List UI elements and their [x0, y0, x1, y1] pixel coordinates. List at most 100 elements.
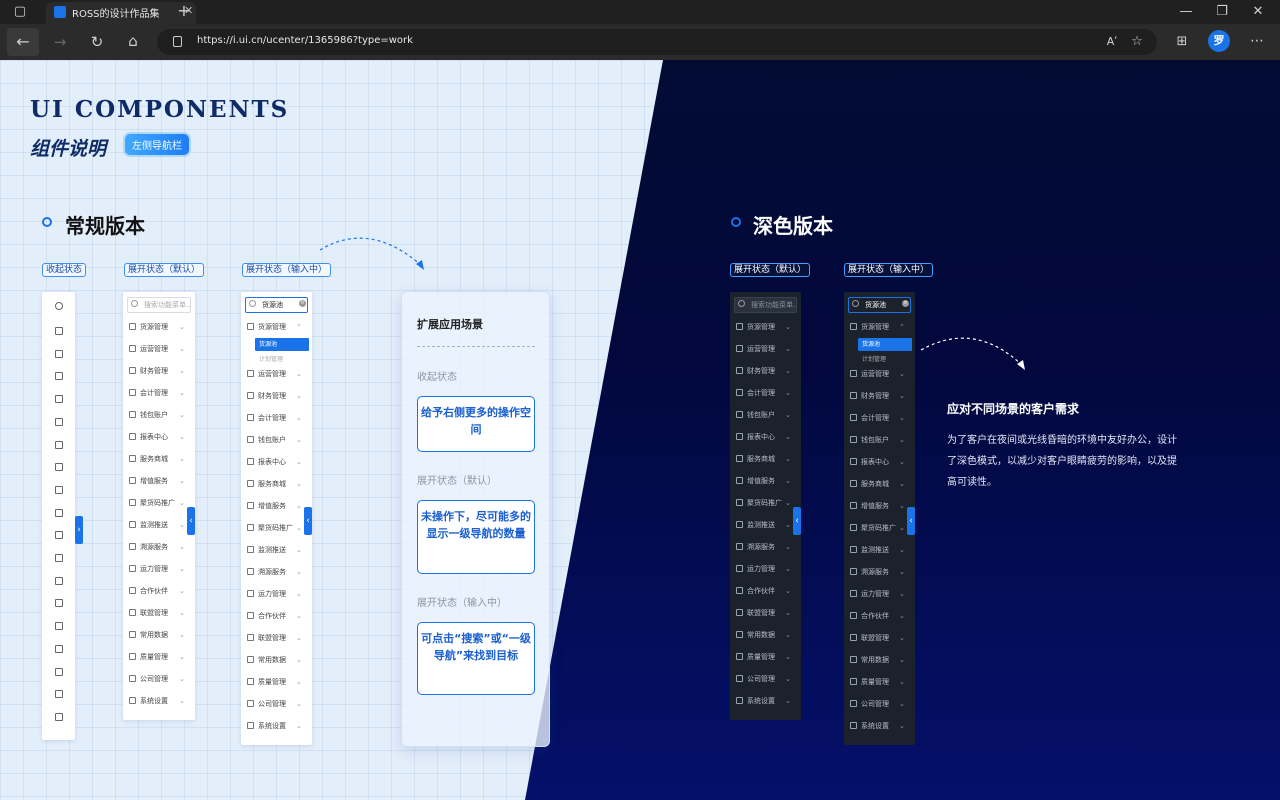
nav-item[interactable]: 溯源服务⌄ [241, 563, 312, 581]
nav-item[interactable]: 联盟管理⌄ [241, 629, 312, 647]
search-input[interactable]: 搜索功能菜单... [734, 297, 797, 313]
search-input[interactable]: 货源池 [245, 297, 308, 313]
search-input[interactable]: 搜索功能菜单... [127, 297, 191, 313]
sub-item[interactable]: 计划管理 [259, 356, 284, 363]
nav-icon[interactable] [55, 622, 63, 631]
nav-item[interactable]: 运力管理⌄ [730, 560, 801, 578]
nav-icon[interactable] [55, 395, 63, 404]
tab-ross-portfolio[interactable]: ROSS的设计作品集 ✕ [46, 2, 196, 24]
more-menu-icon[interactable]: ⋯ [1250, 33, 1264, 49]
nav-item[interactable]: 公司管理⌄ [241, 695, 312, 713]
nav-item[interactable]: 增值服务⌄ [123, 472, 195, 490]
nav-item[interactable]: 质量管理⌄ [123, 648, 195, 666]
nav-item[interactable]: 财务管理⌄ [730, 362, 801, 380]
nav-icon[interactable] [55, 531, 63, 540]
nav-icon[interactable] [55, 463, 63, 472]
nav-item[interactable]: 溯源服务⌄ [123, 538, 195, 556]
collapse-handle[interactable]: ‹ [907, 507, 915, 535]
nav-item[interactable]: 增值服务⌄ [844, 497, 915, 515]
nav-item[interactable]: 报表中心⌄ [844, 453, 915, 471]
nav-item[interactable]: 常用数据⌄ [241, 651, 312, 669]
collections-icon[interactable]: ⊞ [1176, 34, 1188, 49]
back-button[interactable]: ← [7, 28, 39, 56]
nav-icon[interactable] [55, 599, 63, 608]
restore-icon[interactable]: ❐ [1216, 4, 1228, 19]
nav-item[interactable]: 溯源服务⌄ [844, 563, 915, 581]
expand-handle[interactable]: › [75, 516, 83, 544]
nav-item[interactable]: 钱包账户⌄ [123, 406, 195, 424]
close-window-icon[interactable]: ✕ [1252, 4, 1264, 19]
search-icon[interactable] [55, 302, 63, 310]
nav-item[interactable]: 货源管理⌄ [123, 318, 195, 336]
clear-icon[interactable]: × [902, 300, 909, 307]
favorite-star-icon[interactable]: ☆ [1131, 34, 1143, 49]
nav-icon[interactable] [55, 485, 63, 494]
collapse-handle[interactable]: ‹ [304, 507, 312, 535]
nav-item[interactable]: 会计管理⌄ [844, 409, 915, 427]
home-button[interactable]: ⌂ [128, 32, 138, 50]
nav-item[interactable]: 财务管理⌄ [123, 362, 195, 380]
nav-icon[interactable] [55, 667, 63, 676]
nav-item[interactable]: 服务商城⌄ [123, 450, 195, 468]
nav-item[interactable]: 运营管理⌄ [844, 365, 915, 383]
nav-item[interactable]: 监测推送⌄ [844, 541, 915, 559]
forward-button[interactable]: → [53, 33, 67, 51]
nav-item[interactable]: 货源管理⌄ [730, 318, 801, 336]
sub-item-active[interactable]: 货源池 [255, 338, 309, 351]
nav-item[interactable]: 财务管理⌄ [241, 387, 312, 405]
nav-item[interactable]: 报表中心⌄ [241, 453, 312, 471]
refresh-button[interactable]: ↻ [90, 33, 104, 51]
nav-item[interactable]: 运力管理⌄ [241, 585, 312, 603]
nav-item[interactable]: 聚货码推广⌄ [241, 519, 312, 537]
nav-item[interactable]: 监测推送⌄ [123, 516, 195, 534]
nav-item[interactable]: 运营管理⌄ [241, 365, 312, 383]
nav-item[interactable]: 公司管理⌄ [730, 670, 801, 688]
nav-item[interactable]: 货源管理⌃ [241, 318, 312, 336]
nav-item[interactable]: 联盟管理⌄ [730, 604, 801, 622]
nav-item[interactable]: 系统设置⌄ [844, 717, 915, 735]
nav-item[interactable]: 运营管理⌄ [730, 340, 801, 358]
nav-item[interactable]: 聚货码推广⌄ [844, 519, 915, 537]
nav-item[interactable]: 公司管理⌄ [123, 670, 195, 688]
nav-item[interactable]: 服务商城⌄ [730, 450, 801, 468]
nav-icon[interactable] [55, 712, 63, 721]
nav-icon[interactable] [55, 554, 63, 562]
workspaces-icon[interactable]: ▢ [13, 4, 27, 19]
nav-item[interactable]: 聚货码推广⌄ [123, 494, 195, 512]
nav-item[interactable]: 质量管理⌄ [241, 673, 312, 691]
nav-item[interactable]: 运力管理⌄ [123, 560, 195, 578]
nav-item[interactable]: 会计管理⌄ [123, 384, 195, 402]
nav-item[interactable]: 监测推送⌄ [241, 541, 312, 559]
nav-item[interactable]: 会计管理⌄ [241, 409, 312, 427]
nav-item[interactable]: 报表中心⌄ [730, 428, 801, 446]
nav-icon[interactable] [55, 417, 63, 426]
sub-item[interactable]: 计划管理 [862, 356, 887, 363]
nav-icon[interactable] [55, 372, 63, 381]
nav-item[interactable]: 常用数据⌄ [123, 626, 195, 644]
nav-item[interactable]: 合作伙伴⌄ [730, 582, 801, 600]
nav-item[interactable]: 会计管理⌄ [730, 384, 801, 402]
clear-icon[interactable]: × [299, 300, 306, 307]
search-input[interactable]: 货源池 [848, 297, 911, 313]
nav-item[interactable]: 系统设置⌄ [730, 692, 801, 710]
nav-item[interactable]: 服务商城⌄ [241, 475, 312, 493]
nav-item[interactable]: 钱包账户⌄ [241, 431, 312, 449]
nav-item[interactable]: 合作伙伴⌄ [123, 582, 195, 600]
minimize-icon[interactable]: — [1179, 4, 1193, 19]
nav-item[interactable]: 质量管理⌄ [730, 648, 801, 666]
collapse-handle[interactable]: ‹ [187, 507, 195, 535]
nav-item[interactable]: 增值服务⌄ [241, 497, 312, 515]
nav-item[interactable]: 监测推送⌄ [730, 516, 801, 534]
collapse-handle[interactable]: ‹ [793, 507, 801, 535]
nav-item[interactable]: 增值服务⌄ [730, 472, 801, 490]
close-tab-icon[interactable]: ✕ [184, 4, 194, 17]
nav-item[interactable]: 联盟管理⌄ [844, 629, 915, 647]
nav-item[interactable]: 报表中心⌄ [123, 428, 195, 446]
nav-item[interactable]: 合作伙伴⌄ [241, 607, 312, 625]
nav-item[interactable]: 系统设置⌄ [123, 692, 195, 710]
nav-item[interactable]: 财务管理⌄ [844, 387, 915, 405]
nav-item[interactable]: 质量管理⌄ [844, 673, 915, 691]
nav-item[interactable]: 运营管理⌄ [123, 340, 195, 358]
nav-icon[interactable] [55, 690, 63, 699]
nav-icon[interactable] [55, 508, 63, 517]
